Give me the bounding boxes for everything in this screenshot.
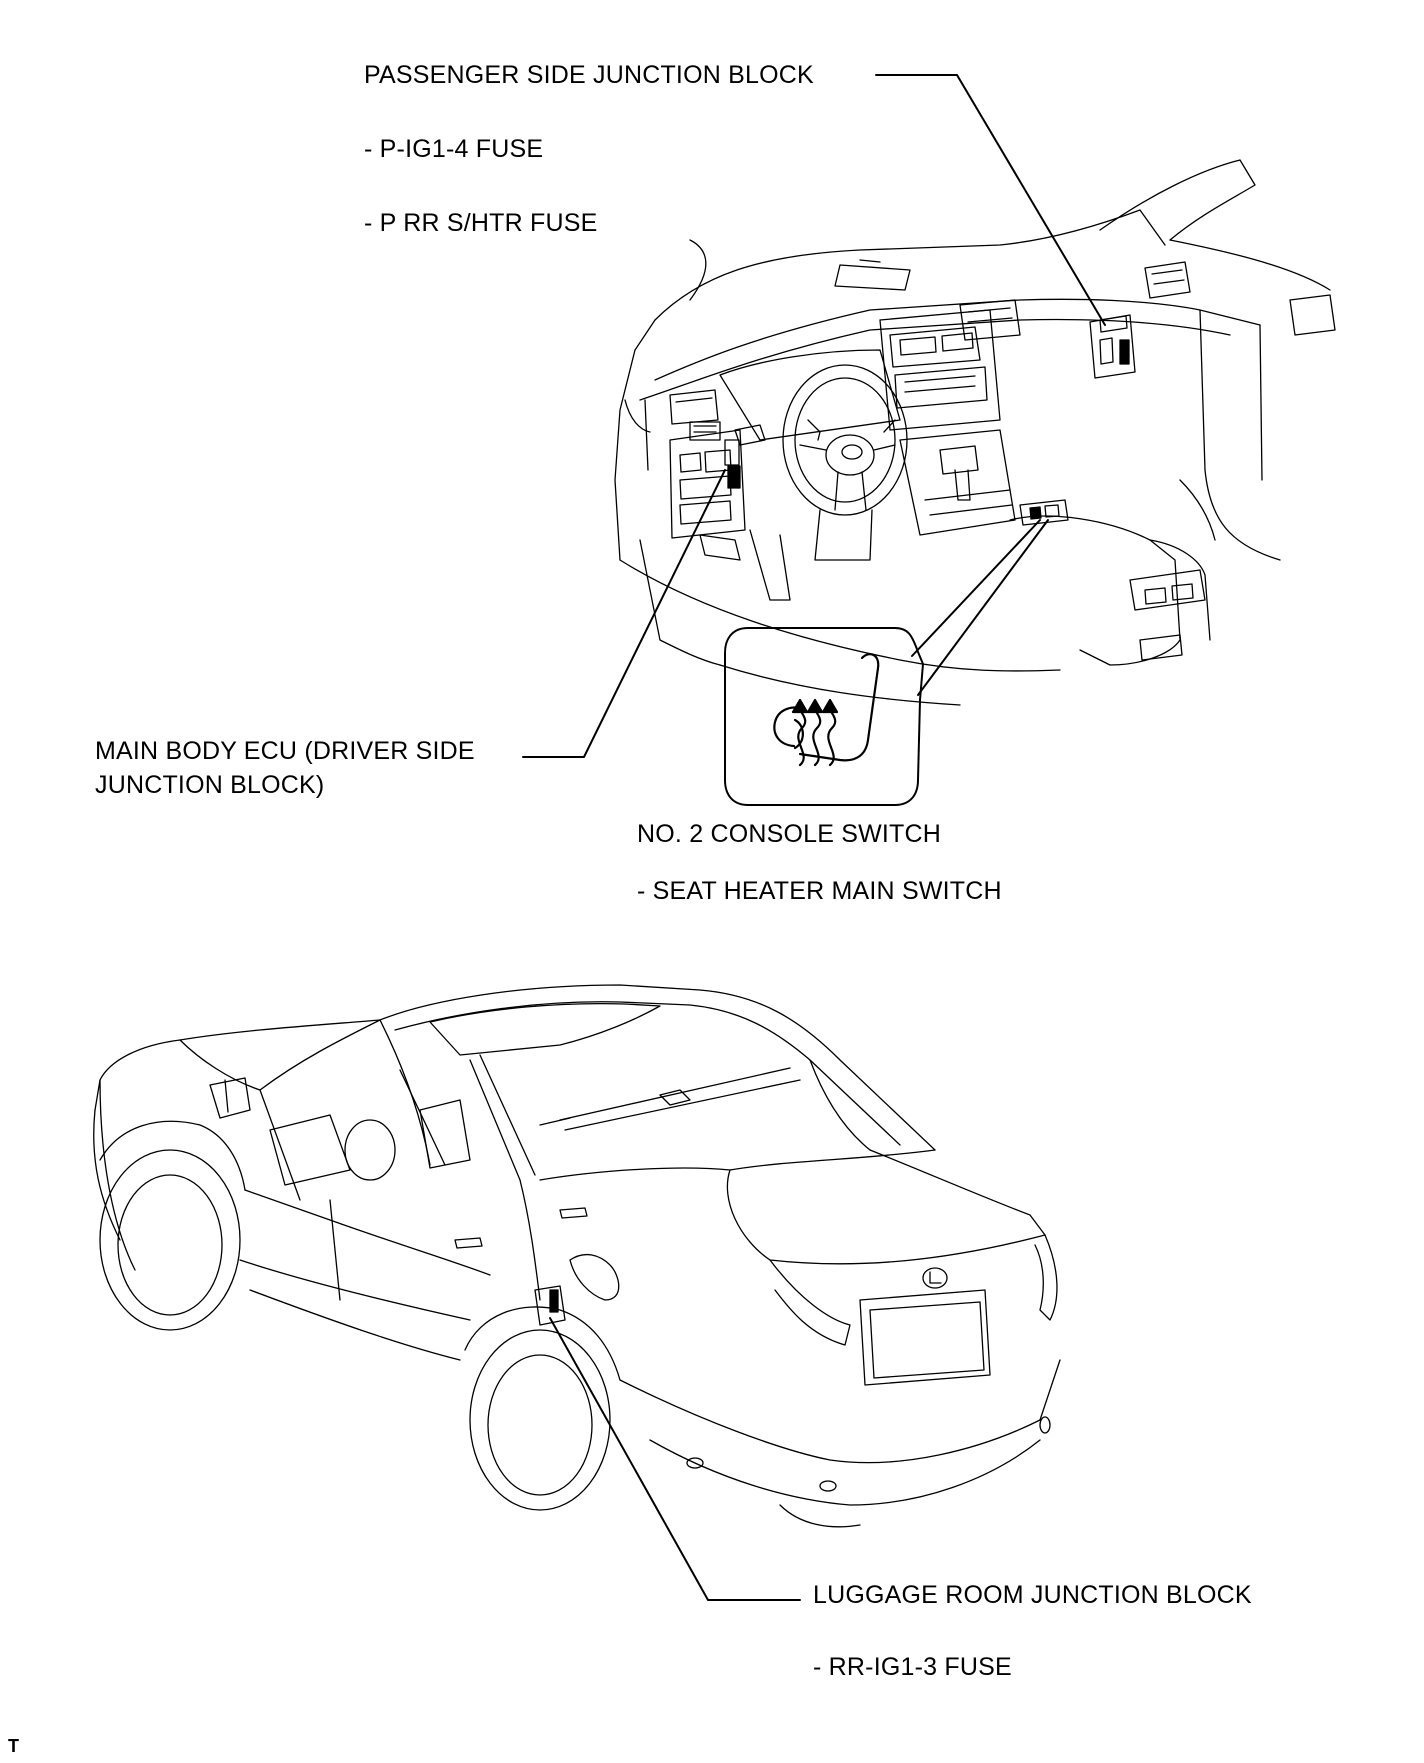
console-switch-item: - SEAT HEATER MAIN SWITCH bbox=[637, 877, 1002, 905]
seat-heater-icon bbox=[774, 654, 878, 765]
console-switch-inset bbox=[725, 628, 923, 805]
lexus-emblem-icon bbox=[923, 1268, 947, 1288]
leader-line-bottom bbox=[550, 1318, 800, 1600]
passenger-jb-fuse-2: - P RR S/HTR FUSE bbox=[364, 209, 598, 237]
car-illustration bbox=[94, 985, 1060, 1527]
dashboard-illustration bbox=[615, 160, 1335, 705]
passenger-jb-marker bbox=[1090, 315, 1135, 378]
leader-lines-top bbox=[523, 75, 1105, 757]
luggage-jb-fuse: - RR-IG1-3 FUSE bbox=[813, 1653, 1012, 1681]
luggage-jb-marker bbox=[535, 1286, 565, 1325]
driver-jb-marker bbox=[690, 422, 740, 488]
figure-code: T bbox=[8, 1736, 19, 1756]
main-body-ecu-label-line1: MAIN BODY ECU (DRIVER SIDE bbox=[95, 737, 475, 765]
console-switch-title: NO. 2 CONSOLE SWITCH bbox=[637, 820, 942, 848]
main-body-ecu-label-line2: JUNCTION BLOCK) bbox=[95, 771, 325, 799]
luggage-jb-title: LUGGAGE ROOM JUNCTION BLOCK bbox=[813, 1581, 1252, 1609]
passenger-jb-title: PASSENGER SIDE JUNCTION BLOCK bbox=[364, 61, 814, 89]
passenger-jb-fuse-1: - P-IG1-4 FUSE bbox=[364, 135, 544, 163]
